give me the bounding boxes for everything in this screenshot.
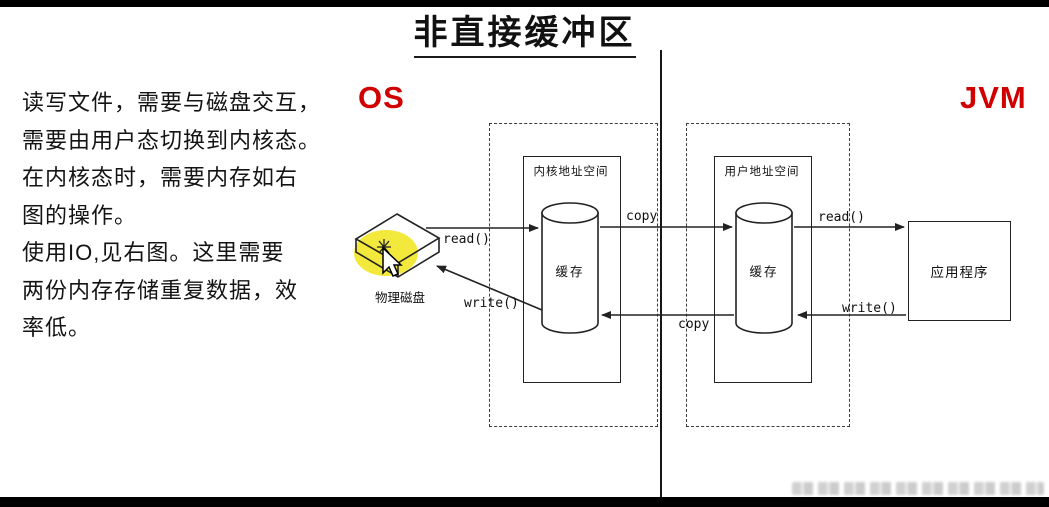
read-left-arrow-label: read() <box>443 232 490 247</box>
user-space-dashed-box <box>686 123 850 427</box>
note-line: 需要由用户态切换到内核态。 <box>22 127 322 153</box>
write-right-arrow-label: write() <box>842 301 897 316</box>
user-cache-label: 缓存 <box>749 265 779 279</box>
page-title: 非直接缓冲区 <box>413 5 636 58</box>
write-left-arrow-label: write() <box>464 296 519 311</box>
note-line: 读写文件，需要与磁盘交互， <box>22 90 322 115</box>
kernel-cache-label: 缓存 <box>555 265 585 279</box>
mouse-cursor-icon <box>382 246 403 277</box>
left-note: 读写文件，需要与磁盘交互， 需要由用户态切换到内核态。 在内核态时，需要内存如右… <box>22 84 358 347</box>
os-label: OS <box>358 80 405 115</box>
click-star-icon <box>377 239 391 255</box>
application-box: 应用程序 <box>908 221 1011 321</box>
jvm-label: JVM <box>960 80 1027 115</box>
read-right-arrow-label: read() <box>818 210 865 225</box>
user-space-label: 用户地址空间 <box>724 166 800 178</box>
application-label: 应用程序 <box>930 265 989 280</box>
note-line: 使用IO,见右图。这里需要 <box>22 240 285 265</box>
highlight-mark <box>354 230 418 276</box>
physical-disk-icon <box>354 213 441 278</box>
note-line: 两份内存存储重复数据，效 <box>22 277 299 303</box>
center-divider-line <box>660 50 662 497</box>
watermark <box>792 482 1044 495</box>
note-line: 图的操作。 <box>22 202 138 228</box>
copy-top-arrow-label: copy <box>626 209 658 224</box>
copy-bottom-arrow-label: copy <box>678 317 710 332</box>
bottom-black-bar <box>0 497 1049 507</box>
kernel-space-label: 内核地址空间 <box>533 166 609 178</box>
note-line: 率低。 <box>22 315 92 340</box>
physical-disk-label: 物理磁盘 <box>374 291 425 305</box>
top-black-bar <box>0 0 1049 7</box>
note-line: 在内核态时，需要内存如右 <box>22 165 299 190</box>
